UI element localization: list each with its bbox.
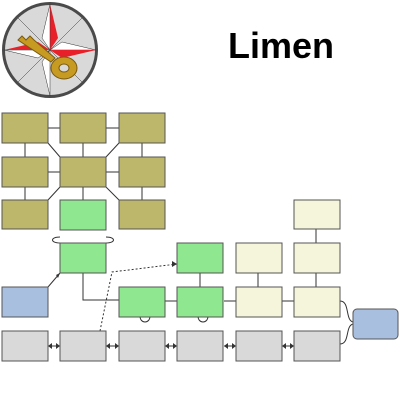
gray-box — [59, 330, 107, 362]
gray-box — [1, 330, 49, 362]
olive-box — [118, 156, 166, 188]
cream-box — [235, 242, 283, 274]
green-chain-connectors — [52, 236, 294, 323]
cream-box — [293, 286, 341, 318]
dotted-link — [99, 261, 178, 332]
cream-boxes — [235, 199, 341, 318]
gray-row — [1, 330, 341, 362]
olive-box — [118, 199, 166, 230]
gray-row-connectors — [48, 343, 294, 349]
cream-box — [235, 286, 283, 318]
cream-connectors — [257, 229, 354, 345]
cream-box — [293, 242, 341, 274]
green-box — [176, 286, 224, 318]
green-box — [118, 286, 166, 318]
green-box — [176, 242, 224, 274]
output-box — [352, 308, 399, 340]
cream-box — [293, 199, 341, 230]
gray-box — [293, 330, 341, 362]
compass-key-logo — [2, 2, 98, 98]
olive-grid-connectors — [24, 127, 143, 201]
green-box — [59, 199, 107, 231]
olive-box — [1, 199, 49, 230]
olive-grid — [1, 112, 166, 230]
olive-box — [1, 156, 49, 188]
input-arrow — [47, 272, 61, 288]
key-icon — [17, 35, 78, 80]
green-chain — [59, 199, 224, 318]
gray-box — [118, 330, 166, 362]
page-title: Limen — [227, 25, 334, 66]
olive-box — [1, 112, 49, 144]
green-box — [59, 242, 107, 274]
olive-box — [59, 156, 107, 188]
olive-box — [59, 112, 107, 144]
input-box — [1, 286, 49, 318]
gray-box — [176, 330, 224, 362]
olive-box — [118, 112, 166, 144]
architecture-diagram — [1, 112, 399, 362]
gray-box — [235, 330, 283, 362]
